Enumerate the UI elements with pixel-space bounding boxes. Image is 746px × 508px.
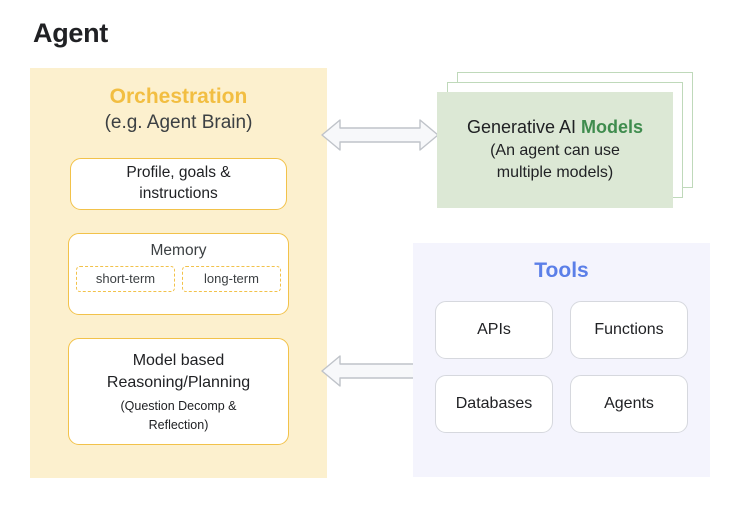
profile-goals-instructions-card[interactable]: Profile, goals & instructions [70, 158, 287, 210]
model-based-reasoning-card[interactable]: Model based Reasoning/Planning (Question… [68, 338, 289, 445]
models-heading: Generative AI Models [467, 117, 643, 138]
profile-card-line1: Profile, goals & [126, 164, 231, 182]
tools-grid: APIs Functions Databases Agents [435, 301, 688, 433]
models-subtext-line1: (An agent can use [490, 142, 620, 160]
models-heading-prefix: Generative AI [466, 117, 582, 138]
orchestration-heading: Orchestration [109, 85, 248, 108]
tools-heading: Tools [534, 259, 589, 282]
memory-chip-long-term[interactable]: long-term [182, 266, 281, 292]
reasoning-card-line2: Reasoning/Planning [106, 374, 251, 392]
generative-ai-models-stack[interactable]: Generative AI Models (An agent can use m… [437, 72, 693, 208]
memory-chip-short-term[interactable]: short-term [76, 266, 175, 292]
models-card-front[interactable]: Generative AI Models (An agent can use m… [437, 92, 673, 208]
orchestration-panel: Orchestration (e.g. Agent Brain) Profile… [30, 68, 327, 478]
tool-card-functions[interactable]: Functions [570, 301, 688, 359]
memory-chip-row: short-term long-term [69, 266, 288, 292]
page-title: Agent [33, 18, 108, 48]
tool-card-agents[interactable]: Agents [570, 375, 688, 433]
profile-card-line2: instructions [139, 185, 218, 202]
memory-card[interactable]: Memory short-term long-term [68, 233, 289, 315]
tools-panel: Tools APIs Functions Databases Agents [413, 243, 710, 477]
orchestration-models-arrow [321, 119, 439, 151]
reasoning-card-line4: Reflection) [148, 418, 209, 433]
models-subtext: (An agent can use multiple models) [490, 140, 620, 183]
reasoning-card-line3: (Question Decomp & [120, 398, 237, 413]
models-heading-accent: Models [581, 117, 644, 138]
memory-card-title: Memory [150, 242, 207, 259]
tool-card-apis[interactable]: APIs [435, 301, 553, 359]
models-subtext-line2: multiple models) [496, 163, 614, 181]
tool-card-databases[interactable]: Databases [435, 375, 553, 433]
orchestration-subheading: (e.g. Agent Brain) [104, 112, 253, 133]
reasoning-card-line1: Model based [132, 351, 225, 369]
